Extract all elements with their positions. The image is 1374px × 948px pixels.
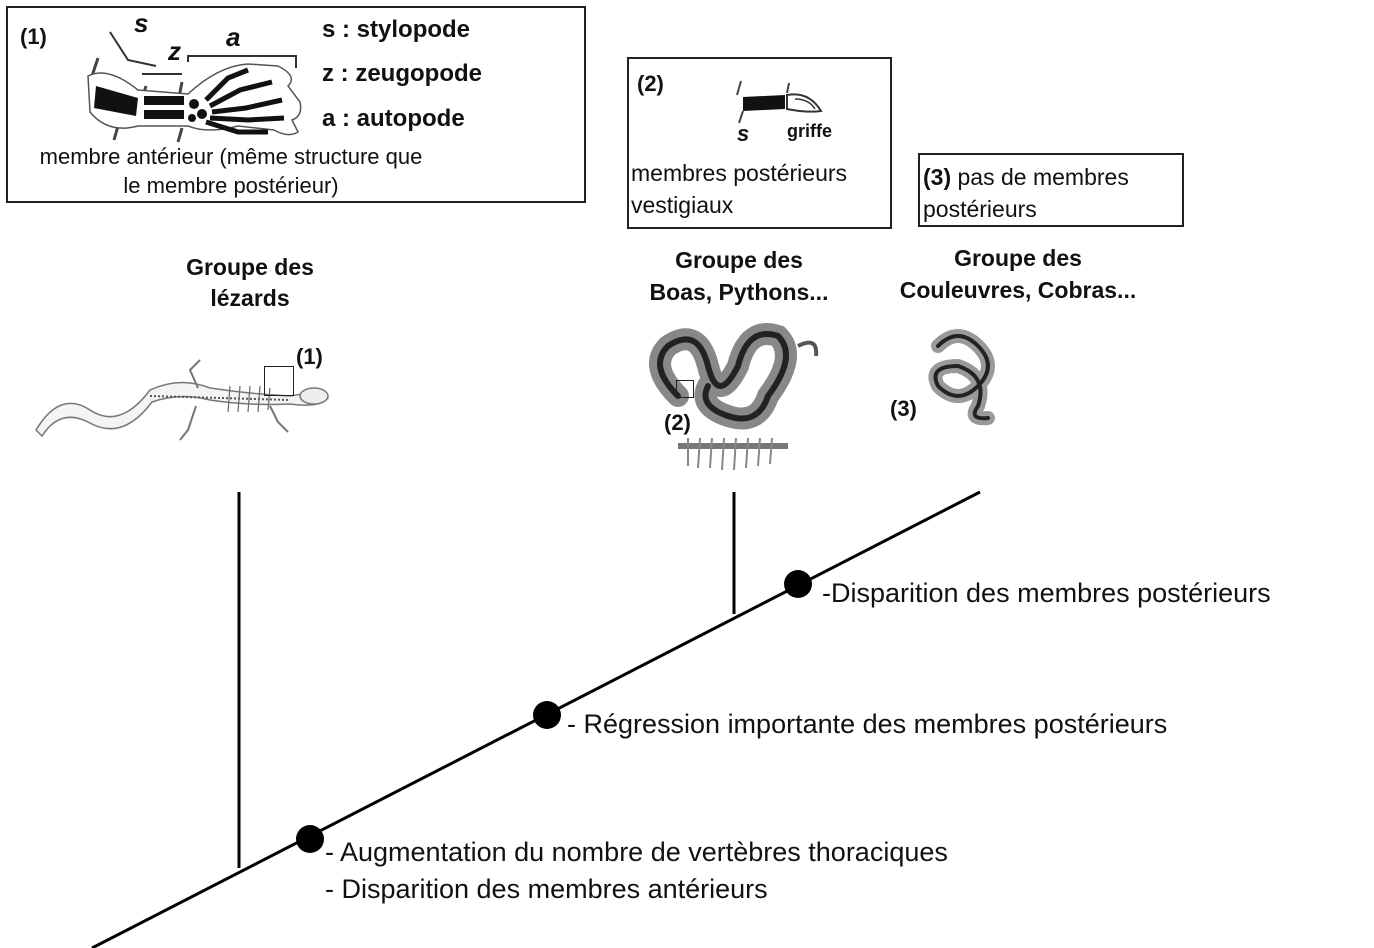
box1-number: (1) (20, 24, 47, 49)
group-colubrids-line1: Groupe des (954, 245, 1082, 271)
group-lizards-line2: lézards (210, 285, 290, 311)
lizard-skeleton-icon (35, 359, 330, 441)
box2-caption: membres postérieurs vestigiaux (631, 157, 847, 221)
box2-caption-line2: vestigiaux (631, 192, 734, 218)
box1-caption: membre antérieur (même structure que le … (8, 142, 584, 200)
forelimb-skeleton-icon (87, 31, 302, 143)
group-colubrids-title: Groupe des Couleuvres, Cobras... (868, 242, 1168, 306)
character-3-label: -Disparition des membres postérieurs (822, 578, 1271, 608)
legend-stylopode: s : stylopode (322, 16, 471, 43)
marker-boa: (2) (664, 410, 691, 435)
node-character-2 (533, 701, 561, 729)
character-1-label: - Augmentation du nombre de vertèbres th… (325, 834, 948, 908)
limb-structure-box: (1) s z a s : stylopode z : zeugopode (6, 6, 586, 203)
label-s: s (134, 8, 149, 38)
character-1-line2: - Disparition des membres antérieurs (325, 874, 768, 904)
marker-colubrid: (3) (890, 396, 917, 421)
box1-caption-line1: membre antérieur (même structure que (39, 144, 423, 169)
boa-limb-marker-box (676, 380, 694, 398)
lizard-limb-marker-box (264, 366, 294, 396)
group-boas-title: Groupe des Boas, Pythons... (614, 244, 864, 308)
group-boas-line1: Groupe des (675, 247, 803, 273)
group-lizards-title: Groupe des lézards (150, 252, 350, 314)
label-a: a (226, 22, 241, 52)
box3-text: (3) pas de membres postérieurs (923, 161, 1129, 225)
box3-number: (3) (923, 164, 952, 190)
box3-text-line1: pas de membres (957, 164, 1129, 190)
colubrid-snake-icon (928, 329, 995, 426)
character-2-label: - Régression importante des membres post… (567, 709, 1168, 739)
label-z: z (168, 36, 181, 66)
label-s-box2: s (737, 121, 750, 146)
character-1-line1: - Augmentation du nombre de vertèbres th… (325, 837, 948, 867)
vestigial-limb-box: (2) s griffe membres postérieurs vestigi… (627, 57, 892, 229)
no-limb-box: (3) pas de membres postérieurs (918, 153, 1184, 227)
node-character-3 (784, 570, 812, 598)
box1-caption-line2: le membre postérieur) (123, 173, 339, 198)
marker-lizard: (1) (296, 344, 323, 369)
legend-autopode: a : autopode (322, 105, 465, 132)
box2-caption-line1: membres postérieurs (631, 160, 848, 186)
box3-line1: (3) pas de membres (923, 161, 1129, 193)
group-boas-line2: Boas, Pythons... (649, 279, 829, 305)
group-lizards-line1: Groupe des (186, 254, 314, 280)
vestigial-limb-icon (736, 80, 823, 124)
label-griffe: griffe (787, 121, 832, 141)
box2-number: (2) (637, 71, 664, 96)
node-character-1 (296, 825, 324, 853)
group-colubrids-line2: Couleuvres, Cobras... (899, 277, 1137, 303)
box3-text-line2: postérieurs (923, 196, 1037, 222)
legend-zeugopode: z : zeugopode (322, 60, 482, 87)
boa-snake-icon (649, 323, 819, 471)
